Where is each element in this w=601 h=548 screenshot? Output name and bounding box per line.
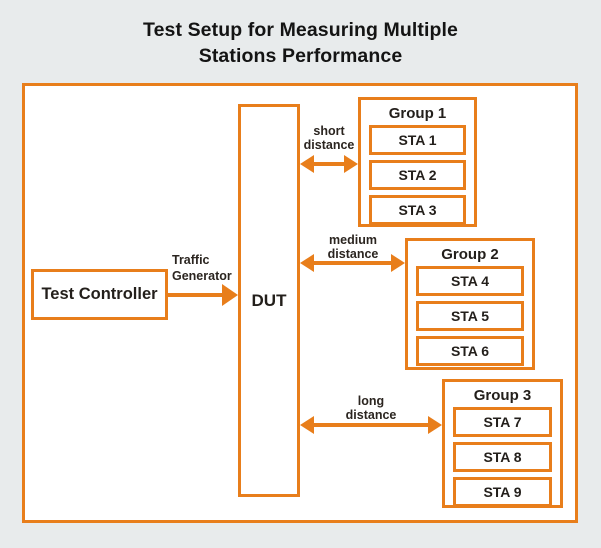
arrow-shaft bbox=[311, 162, 347, 166]
traffic-generator-arrow bbox=[168, 284, 238, 306]
sta-4-box: STA 4 bbox=[416, 266, 524, 296]
test-controller-label: Test Controller bbox=[41, 285, 158, 303]
short-distance-label-line1: short bbox=[313, 124, 345, 138]
page-title-line1: Test Setup for Measuring Multiple bbox=[143, 19, 458, 41]
group-3-title: Group 3 bbox=[473, 387, 532, 404]
medium-distance-label: medium distance bbox=[313, 233, 393, 261]
page-title: Test Setup for Measuring Multiple Statio… bbox=[0, 17, 601, 69]
short-distance-label: short distance bbox=[289, 124, 369, 152]
sta-5-box: STA 5 bbox=[416, 301, 524, 331]
arrowhead-right-icon bbox=[391, 254, 405, 272]
arrowhead-left-icon bbox=[300, 416, 314, 434]
group-1-box: Group 1 STA 1 STA 2 STA 3 bbox=[358, 97, 477, 227]
arrowhead-left-icon bbox=[300, 155, 314, 173]
group-2-box: Group 2 STA 4 STA 5 STA 6 bbox=[405, 238, 535, 370]
short-distance-label-line2: distance bbox=[303, 138, 355, 152]
sta-8-box: STA 8 bbox=[453, 442, 552, 472]
group-1-stations: STA 1 STA 2 STA 3 bbox=[361, 123, 474, 229]
group-1-title: Group 1 bbox=[388, 105, 447, 122]
group-2-title: Group 2 bbox=[441, 246, 499, 263]
traffic-generator-label: Traffic Generator bbox=[172, 252, 242, 284]
group-3-box: Group 3 STA 7 STA 8 STA 9 bbox=[442, 379, 563, 508]
arrowhead-left-icon bbox=[300, 254, 314, 272]
sta-2-box: STA 2 bbox=[369, 160, 466, 190]
dut-box: DUT bbox=[238, 104, 300, 497]
arrow-shaft bbox=[311, 423, 431, 427]
medium-distance-label-line1: medium bbox=[329, 233, 377, 247]
medium-distance-arrow bbox=[300, 254, 405, 272]
arrow-shaft bbox=[168, 293, 224, 297]
short-distance-arrow bbox=[300, 155, 358, 173]
page-title-line2: Stations Performance bbox=[198, 45, 403, 67]
long-distance-label-line1: long bbox=[357, 394, 385, 408]
test-controller-box: Test Controller bbox=[31, 269, 168, 320]
group-3-stations: STA 7 STA 8 STA 9 bbox=[445, 405, 560, 511]
arrowhead-right-icon bbox=[222, 284, 238, 306]
medium-distance-label-line2: distance bbox=[327, 247, 379, 261]
sta-6-box: STA 6 bbox=[416, 336, 524, 366]
long-distance-label-line2: distance bbox=[345, 408, 397, 422]
group-2-stations: STA 4 STA 5 STA 6 bbox=[408, 264, 532, 370]
traffic-generator-label-line1: Traffic bbox=[172, 253, 210, 267]
sta-3-box: STA 3 bbox=[369, 195, 466, 225]
long-distance-arrow bbox=[300, 416, 442, 434]
sta-7-box: STA 7 bbox=[453, 407, 552, 437]
dut-label: DUT bbox=[251, 290, 287, 310]
long-distance-label: long distance bbox=[331, 394, 411, 422]
sta-9-box: STA 9 bbox=[453, 477, 552, 507]
arrowhead-right-icon bbox=[428, 416, 442, 434]
sta-1-box: STA 1 bbox=[369, 125, 466, 155]
traffic-generator-label-line2: Generator bbox=[172, 269, 232, 283]
arrowhead-right-icon bbox=[344, 155, 358, 173]
arrow-shaft bbox=[311, 261, 394, 265]
